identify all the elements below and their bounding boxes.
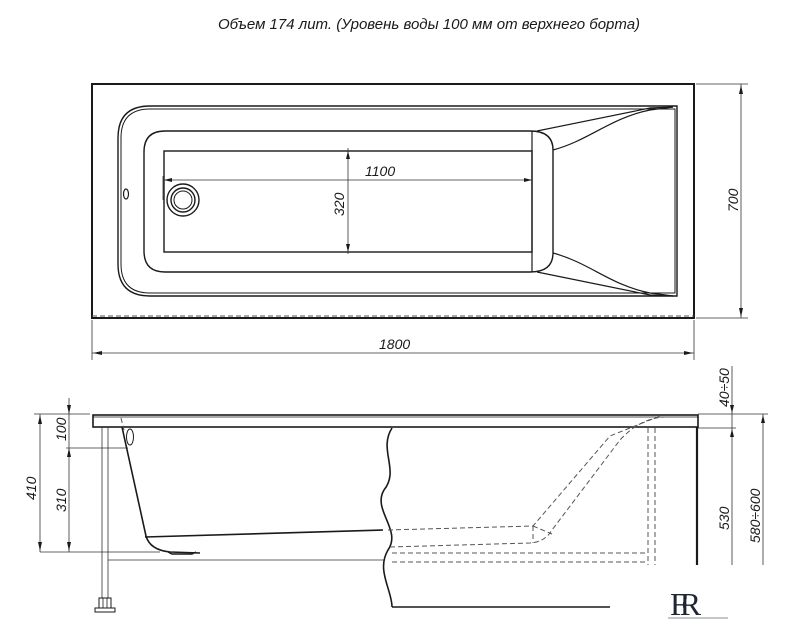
brand-logo-text: FR (670, 586, 702, 622)
overflow-icon (122, 188, 130, 200)
dim-water-depth: 310 (53, 488, 69, 512)
dim-inner-width: 320 (331, 192, 347, 216)
leg-foot-icon (94, 597, 116, 613)
side-rim (92, 414, 699, 428)
outer-rim (91, 83, 695, 319)
dim-length: 1800 (379, 336, 410, 352)
dim-water-gap: 100 (53, 417, 69, 441)
dim-width: 700 (725, 188, 741, 212)
top-view: 1100 320 700 1800 (91, 83, 748, 360)
dim-inner-length: 1100 (365, 163, 395, 179)
dim-total-height: 410 (23, 476, 39, 500)
dim-overall-height: 580÷600 (747, 488, 763, 543)
drain-icon (166, 183, 200, 217)
brand-logo: FR (668, 586, 728, 622)
dim-rim-height: 40÷50 (716, 368, 732, 407)
dim-leg-height: 530 (716, 506, 732, 530)
side-view: 410 100 310 40÷50 530 580÷600 (23, 366, 768, 613)
drawing-title: Объем 174 лит. (Уровень воды 100 мм от в… (218, 16, 641, 33)
